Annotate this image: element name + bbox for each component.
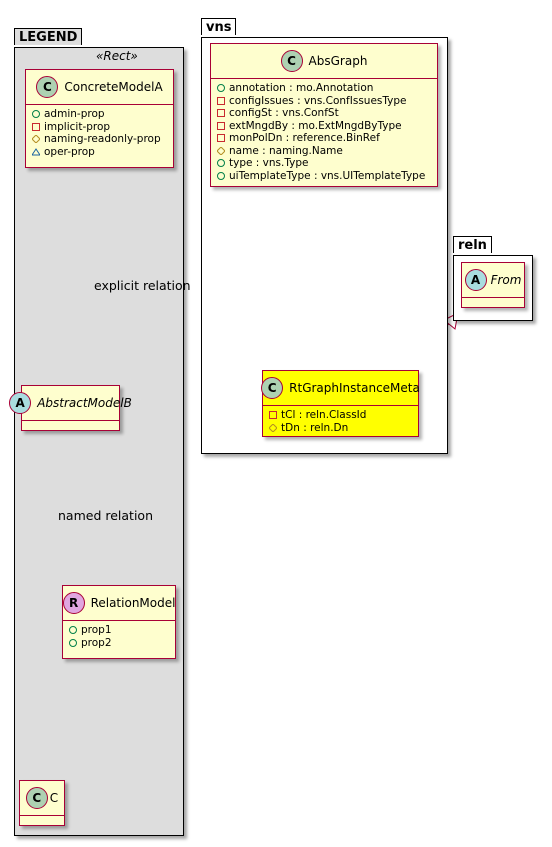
attribute-row: oper-prop [32, 146, 169, 159]
attribute-row: annotation : mo.Annotation [217, 82, 433, 95]
private-visibility-icon [217, 96, 225, 105]
class-separator [26, 104, 173, 105]
class-c[interactable]: C C [19, 780, 65, 826]
attribute-text: uiTemplateType : vns.UITemplateType [229, 169, 426, 182]
private-visibility-icon [217, 109, 225, 118]
private-visibility-icon [269, 411, 277, 420]
attribute-row: configSt : vns.ConfSt [217, 107, 433, 120]
class-separator [211, 78, 437, 79]
attribute-text: oper-prop [44, 145, 95, 158]
class-c-icon: C [280, 50, 303, 72]
attribute-text: annotation : mo.Annotation [229, 82, 374, 95]
class-name: C [49, 791, 59, 805]
class-header: A From [462, 263, 524, 297]
class-rt-graph-instance-meta[interactable]: C RtGraphInstanceMeta tCl : reln.ClassId… [261, 370, 420, 437]
class-name: From [490, 273, 522, 287]
attribute-list: admin-prop implicit-prop naming-readonly… [26, 105, 173, 161]
attribute-list: tCl : reln.ClassId tDn : reln.Dn [263, 406, 418, 437]
private-visibility-icon [32, 122, 40, 131]
class-header: R RelationModel [62, 586, 176, 620]
class-separator [22, 420, 119, 421]
attribute-row: name : naming.Name [217, 145, 433, 158]
attribute-text: implicit-prop [44, 120, 111, 133]
named-relation-label: named relation [58, 508, 153, 523]
class-separator [263, 405, 418, 406]
attribute-row: configIssues : vns.ConfIssuesType [217, 95, 433, 108]
attribute-row: prop1 [69, 624, 171, 637]
class-concrete-model-a[interactable]: C ConcreteModelA admin-prop implicit-pro… [25, 69, 174, 168]
class-separator [462, 297, 524, 298]
class-abstract-model-b[interactable]: A AbstractModelB [9, 385, 132, 431]
class-abs-graph[interactable]: C AbsGraph annotation : mo.Annotation co… [210, 43, 438, 187]
vns-package-tab: vns [201, 18, 237, 35]
protected-visibility-icon [217, 146, 225, 155]
attribute-list: annotation : mo.Annotation configIssues … [211, 79, 437, 185]
class-name: RtGraphInstanceMeta [289, 381, 420, 395]
class-name: ConcreteModelA [64, 80, 163, 94]
attribute-text: tDn : reln.Dn [281, 421, 349, 434]
attribute-row: implicit-prop [32, 121, 169, 134]
legend-package-name: LEGEND [19, 30, 78, 45]
public-visibility-icon [217, 84, 225, 93]
attribute-text: type : vns.Type [229, 157, 309, 170]
public-visibility-icon [69, 638, 77, 647]
attribute-text: prop2 [81, 636, 112, 649]
attribute-row: tDn : reln.Dn [269, 422, 414, 435]
private-visibility-icon [217, 134, 225, 143]
attribute-row: extMngdBy : mo.ExtMngdByType [217, 120, 433, 133]
legend-stereotype: «Rect» [96, 49, 138, 63]
attribute-text: prop1 [81, 624, 112, 637]
class-name: AbsGraph [308, 54, 368, 68]
class-separator [20, 815, 64, 816]
reln-package-tab: reln [453, 236, 492, 253]
class-name: RelationModel [90, 596, 176, 610]
attribute-row: monPolDn : reference.BinRef [217, 132, 433, 145]
attribute-text: naming-readonly-prop [44, 133, 161, 146]
class-header: C ConcreteModelA [26, 70, 173, 104]
attribute-text: name : naming.Name [229, 144, 343, 157]
attribute-text: extMngdBy : mo.ExtMngdByType [229, 119, 402, 132]
legend-package-tab: LEGEND [14, 28, 83, 45]
attribute-list: prop1 prop2 [63, 621, 175, 652]
legend-package [14, 47, 184, 836]
public-visibility-icon [217, 171, 225, 180]
attribute-text: configSt : vns.ConfSt [229, 107, 339, 120]
attribute-text: configIssues : vns.ConfIssuesType [229, 94, 407, 107]
public-visibility-icon [32, 110, 40, 119]
class-c-icon: C [25, 787, 48, 809]
attribute-row: naming-readonly-prop [32, 133, 169, 146]
class-from[interactable]: A From [461, 262, 525, 308]
class-separator [63, 620, 175, 621]
attribute-row: uiTemplateType : vns.UITemplateType [217, 170, 433, 183]
public-visibility-icon [217, 159, 225, 168]
reln-package-name: reln [458, 238, 487, 253]
package-visibility-icon [32, 147, 40, 156]
abstract-class-icon: A [464, 269, 487, 291]
class-header: A AbstractModelB [9, 386, 132, 420]
abstract-class-icon: A [9, 392, 32, 414]
class-c-icon: C [261, 377, 284, 399]
class-relation-model[interactable]: R RelationModel prop1 prop2 [62, 585, 176, 659]
explicit-relation-label: explicit relation [94, 278, 191, 293]
attribute-text: monPolDn : reference.BinRef [229, 132, 380, 145]
protected-visibility-icon [269, 423, 277, 432]
attribute-row: admin-prop [32, 108, 169, 121]
public-visibility-icon [69, 626, 77, 635]
attribute-row: tCl : reln.ClassId [269, 409, 414, 422]
class-name: AbstractModelB [37, 396, 132, 410]
class-header: C C [20, 781, 64, 815]
attribute-text: admin-prop [44, 108, 105, 121]
vns-package-name: vns [206, 20, 232, 35]
attribute-row: prop2 [69, 637, 171, 650]
class-header: C RtGraphInstanceMeta [261, 371, 420, 405]
attribute-row: type : vns.Type [217, 157, 433, 170]
protected-visibility-icon [32, 135, 40, 144]
attribute-text: tCl : reln.ClassId [281, 409, 367, 422]
class-header: C AbsGraph [211, 44, 437, 78]
class-c-icon: C [36, 76, 59, 98]
relation-class-icon: R [62, 592, 85, 614]
private-visibility-icon [217, 121, 225, 130]
